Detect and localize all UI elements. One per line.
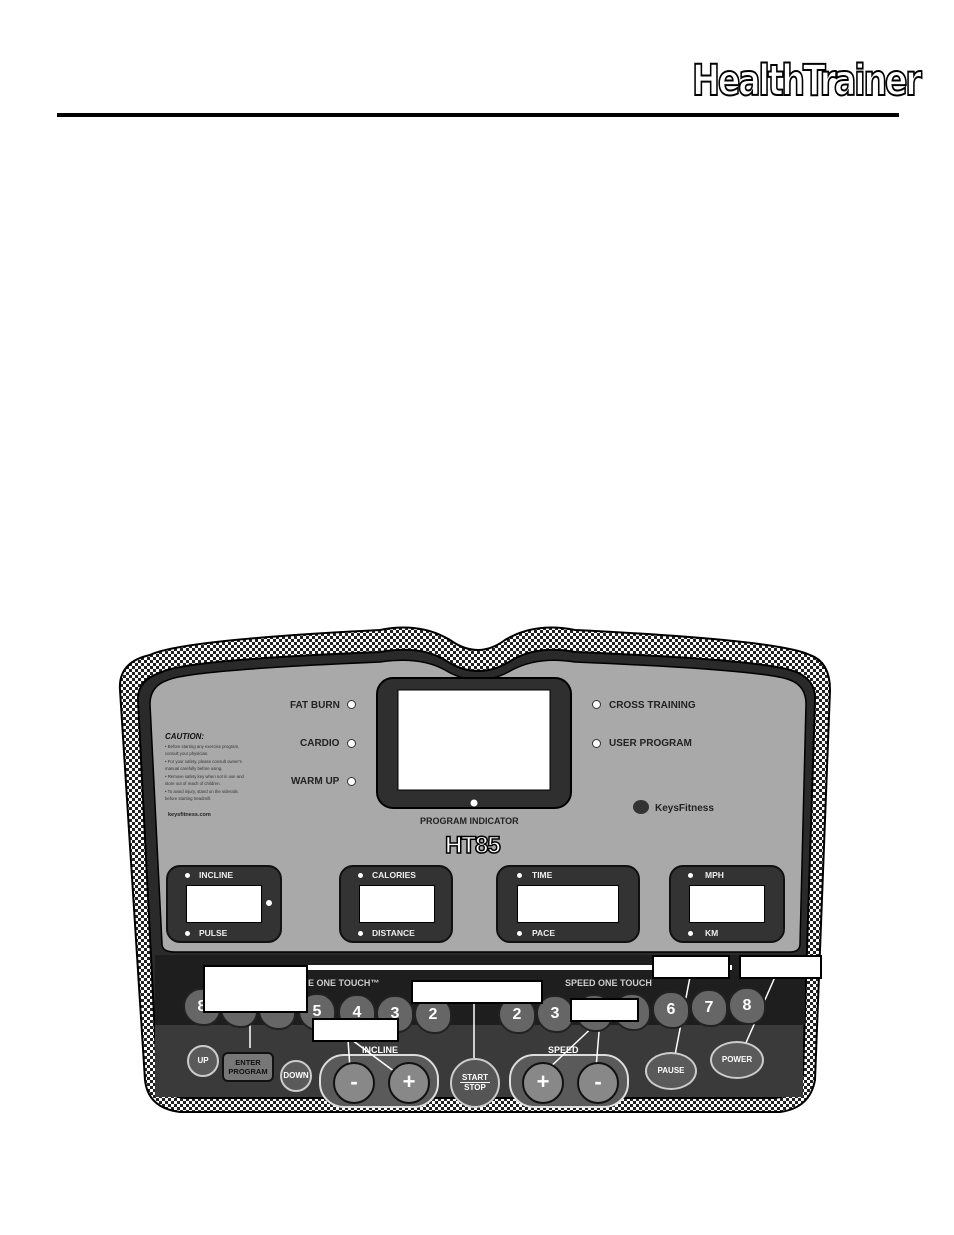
callout-box-start-stop [411, 980, 543, 1004]
caution-line: • To avoid injury, stand on the siderail… [165, 789, 238, 794]
incline-plus-button[interactable]: + [388, 1062, 430, 1104]
speed-plus-button[interactable]: + [522, 1062, 564, 1104]
pause-button[interactable]: PAUSE [645, 1052, 697, 1090]
display-led [184, 872, 191, 879]
caution-line: • Remove safety key when not in use and [165, 774, 244, 779]
display-led [516, 872, 523, 879]
incline-minus-button[interactable]: - [333, 1062, 375, 1104]
speed-label: SPEED [548, 1045, 579, 1055]
brand-name: KeysFitness [655, 803, 714, 814]
enter-program-button[interactable]: ENTER PROGRAM [222, 1052, 274, 1082]
display-calories-distance: CALORIES DISTANCE [339, 865, 453, 943]
display-incline-pulse: INCLINE PULSE [166, 865, 282, 943]
display-label-incline: INCLINE [199, 870, 233, 880]
callout-box-pause [652, 955, 730, 979]
display-label-pulse: PULSE [199, 928, 228, 938]
display-led [265, 899, 273, 907]
caution-line: before starting treadmill. [165, 796, 212, 801]
caution-line: manual carefully before using. [165, 766, 223, 771]
callout-box-enter-program [203, 965, 308, 1013]
display-led [357, 930, 364, 937]
program-label-user-program: USER PROGRAM [609, 738, 692, 749]
display-time-pace: TIME PACE [496, 865, 640, 943]
model-name: HT85 [444, 831, 501, 860]
caution-line: • For your safety, please consult owner'… [165, 759, 242, 764]
callout-box-incline [312, 1018, 399, 1042]
up-button[interactable]: UP [187, 1045, 219, 1077]
speed-minus-button[interactable]: - [577, 1062, 619, 1104]
speed-key-7[interactable]: 7 [690, 989, 728, 1027]
program-label-fat-burn: FAT BURN [290, 700, 340, 711]
down-button[interactable]: DOWN [280, 1060, 312, 1092]
time-pace-screen [517, 885, 619, 923]
display-label-km: KM [705, 928, 719, 938]
display-label-distance: DISTANCE [372, 928, 415, 938]
keysfitness-logo-icon [633, 800, 649, 814]
incline-label: INCLINE [362, 1045, 398, 1055]
callout-box-speed [570, 998, 639, 1022]
program-label-cardio: CARDIO [300, 738, 340, 749]
display-label-pace: PACE [532, 928, 555, 938]
caution-line: • Before starting any exercise program, [165, 744, 240, 749]
calories-distance-screen [359, 885, 435, 923]
fat-burn-indicator-led [347, 700, 356, 709]
display-led [687, 930, 694, 937]
caution-line: store out of reach of children. [165, 781, 221, 786]
display-mph-km: MPH KM [669, 865, 785, 943]
cardio-indicator-led [347, 739, 356, 748]
callout-box-power [739, 955, 822, 979]
display-led [516, 930, 523, 937]
mph-km-screen [689, 885, 765, 923]
caution-line: consult your physician. [165, 751, 209, 756]
user-program-indicator-led [592, 739, 601, 748]
speed-one-touch-label: SPEED ONE TOUCH [565, 978, 652, 988]
program-label-cross-training: CROSS TRAINING [609, 700, 696, 711]
header-rule [57, 113, 899, 117]
program-indicator-label: PROGRAM INDICATOR [420, 816, 519, 826]
cross-training-indicator-led [592, 700, 601, 709]
start-stop-button[interactable]: START STOP [450, 1058, 500, 1108]
caution-website: keysfitness.com [168, 812, 211, 818]
display-label-mph: MPH [705, 870, 724, 880]
start-label: START [460, 1073, 490, 1083]
program-label-warm-up: WARM UP [291, 776, 340, 787]
display-led [687, 872, 694, 879]
speed-key-8[interactable]: 8 [728, 987, 766, 1025]
incline-pulse-screen [186, 885, 262, 923]
display-label-calories: CALORIES [372, 870, 416, 880]
warm-up-indicator-led [347, 777, 356, 786]
stop-label: STOP [464, 1083, 486, 1092]
power-button[interactable]: POWER [710, 1041, 764, 1079]
display-led [357, 872, 364, 879]
display-label-time: TIME [532, 870, 553, 880]
incline-one-touch-label: E ONE TOUCH™ [308, 978, 380, 988]
caution-title: CAUTION: [165, 732, 205, 741]
display-led [184, 930, 191, 937]
speed-key-6[interactable]: 6 [652, 991, 690, 1029]
